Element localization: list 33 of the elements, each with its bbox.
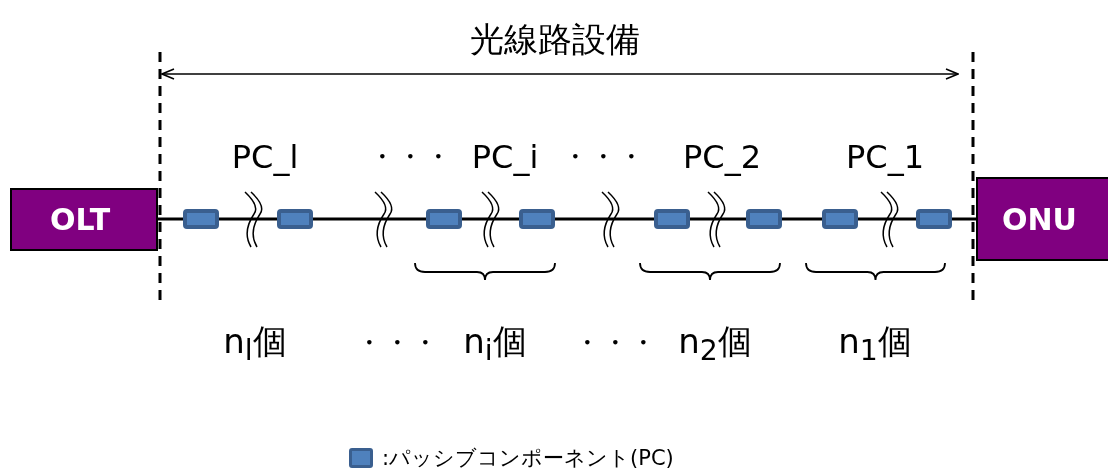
ellipsis: ・・・ [368,139,452,175]
olt-box: OLT [10,188,158,251]
count-label: n$_{2}$個 [678,319,752,368]
count-label: n$_{i}$個 [463,319,527,368]
component-label: PC_1 [846,138,924,176]
count-label: n$_{l}$個 [223,319,287,368]
fiber-line [858,217,916,221]
fiber-line [219,217,277,221]
passive-component-box [916,209,952,229]
passive-component-box [277,209,313,229]
dimension-label: 光線路設備 [470,18,640,61]
fiber-line [158,217,183,221]
ellipsis: ・・・ [561,139,645,175]
component-label: PC_2 [683,138,761,176]
ellipsis: ・・・ [355,325,439,361]
passive-component-box [654,209,690,229]
fiber-line [462,217,519,221]
fiber-line [952,217,976,221]
fiber-line [690,217,746,221]
fiber-line [782,217,822,221]
legend-label: :パッシブコンポーネント(PC) [382,445,674,472]
passive-component-box [746,209,782,229]
component-label: PC_i [471,138,539,176]
passive-component-box [822,209,858,229]
fiber-line [555,217,654,221]
ellipsis: ・・・ [573,325,657,361]
onu-box: ONU [976,177,1108,261]
passive-component-box [426,209,462,229]
fiber-line [313,217,426,221]
passive-component-box [183,209,219,229]
count-label: n$_{1}$個 [838,319,912,368]
component-label: PC_l [231,138,299,176]
passive-component-box [519,209,555,229]
